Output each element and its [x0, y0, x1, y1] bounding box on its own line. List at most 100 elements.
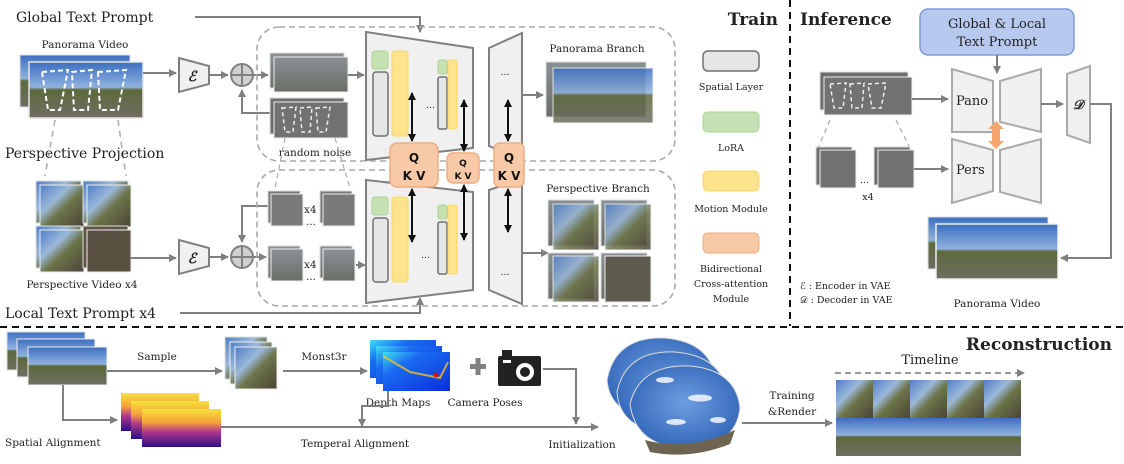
rendered-timeline-frames: [836, 380, 1021, 456]
svg-text:...: ...: [860, 175, 869, 186]
legend-label-cross-attention-2: Cross-attention: [694, 279, 768, 290]
legend-swatch-lora: [702, 111, 760, 133]
random-noise-label: random noise: [279, 147, 351, 159]
timeline-frame: [947, 418, 984, 456]
sampled-perspective-frames: [224, 336, 278, 390]
recon-input-panorama: [6, 331, 108, 386]
perspective-video-input-grid: [35, 180, 132, 273]
local-text-prompt-label: Local Text Prompt x4: [5, 306, 156, 322]
cross-attention-module-3: Q K V: [493, 142, 525, 188]
training-render-label-2: &Render: [768, 406, 817, 418]
svg-text:...: ...: [500, 267, 509, 278]
legend-label-motion-module: Motion Module: [694, 204, 768, 215]
svg-text:Q: Q: [459, 159, 467, 169]
depth-maps-label: Depth Maps: [366, 397, 431, 409]
decoder-block: 𝒟: [1066, 64, 1091, 145]
train-section-title: Train: [728, 10, 778, 30]
sample-label: Sample: [137, 351, 177, 363]
inference-prompt-box: Global & Local Text Prompt: [919, 8, 1075, 56]
perspective-branch-label: Perspective Branch: [546, 183, 650, 195]
initialization-label: Initialization: [548, 439, 616, 451]
svg-text:K V: K V: [403, 169, 426, 183]
encoder-key: ℰ : Encoder in VAE: [800, 281, 891, 292]
svg-text:ℰ: ℰ: [188, 251, 199, 267]
pano-unet-encoder: ...: [365, 30, 474, 162]
add-operator-pers: [230, 245, 254, 269]
pano-latent: [269, 52, 349, 93]
global-prompt-arrow: [195, 16, 424, 33]
timeline-frame: [947, 380, 984, 418]
timeline-frame: [836, 380, 873, 418]
legend-label-cross-attention-1: Bidirectional: [700, 264, 762, 275]
perspective-branch-output-grid: [547, 199, 652, 303]
panorama-branch-container: [256, 26, 676, 162]
pers-unet-decoder: ...: [488, 177, 523, 306]
legend-label-cross-attention-3: Module: [713, 294, 750, 305]
inference-pano-unet: Pano: [951, 67, 1042, 134]
svg-text:K V: K V: [498, 169, 521, 183]
inference-output-label: Panorama Video: [954, 298, 1041, 310]
inference-noise-pano: [819, 71, 913, 116]
encoder-pers: ℰ: [178, 238, 210, 276]
monst3r-label: Monst3r: [301, 351, 347, 363]
pers-noise-latents: [267, 190, 356, 227]
svg-text:Text Prompt: Text Prompt: [957, 35, 1038, 50]
timeline-label: Timeline: [901, 353, 959, 368]
depth-maps-image: [370, 340, 450, 391]
panorama-branch-output-image: [545, 61, 654, 124]
training-render-label-1: Training: [769, 390, 815, 402]
legend-swatch-motion-module: [702, 170, 760, 192]
inference-pers-unet: Pers: [951, 137, 1042, 205]
svg-text:...: ...: [306, 271, 316, 283]
legend-swatch-cross-attention: [702, 232, 760, 254]
panorama-video-input-label: Panorama Video: [42, 39, 129, 51]
pano-unet-decoder: ...: [488, 31, 523, 162]
perspective-branch-container: [256, 169, 676, 307]
local-prompt-arrow: [180, 297, 424, 314]
add-operator-pano: [230, 63, 254, 87]
legend-label-lora: LoRA: [718, 143, 744, 154]
inference-output-panorama: [927, 216, 1059, 280]
inference-x4-label: x4: [862, 192, 873, 203]
svg-text:...: ...: [421, 250, 430, 261]
decoder-key: 𝒟 : Decoder in VAE: [800, 295, 893, 306]
timeline-frame: [910, 418, 947, 456]
svg-text:ℰ: ℰ: [188, 69, 199, 85]
svg-text:...: ...: [500, 67, 509, 78]
pers-unet-encoder: ...: [365, 178, 474, 305]
timeline-frame: [873, 418, 910, 456]
legend: Spatial Layer LoRA Motion Module Bidirec…: [694, 50, 768, 305]
temporal-alignment-label: Temperal Alignment: [301, 438, 410, 450]
pers-video-latents: [267, 245, 356, 282]
initialized-gaussian-domes: [606, 337, 741, 455]
reconstruction-section-title: Reconstruction: [966, 335, 1112, 355]
svg-text:Q: Q: [409, 151, 419, 165]
plus-icon: [470, 358, 486, 375]
inference-noise-pers: [815, 146, 915, 189]
timeline-frame: [984, 380, 1021, 418]
svg-text:K V: K V: [454, 172, 471, 182]
pano-label: Pano: [956, 94, 988, 109]
timeline-frame: [910, 380, 947, 418]
panorama-branch-label: Panorama Branch: [549, 43, 644, 55]
latent-x4-label: x4: [304, 259, 317, 271]
noise-x4-label: x4: [304, 204, 317, 216]
timeline-frame: [836, 418, 873, 456]
inference-cross-attention-arrow: [988, 121, 1004, 149]
panorama-video-input-image: [19, 54, 144, 119]
camera-poses-label: Camera Poses: [447, 397, 522, 409]
perspective-projection-label: Perspective Projection: [5, 146, 164, 162]
timeline-frame: [984, 418, 1021, 456]
pers-label: Pers: [956, 163, 985, 178]
legend-label-spatial-layer: Spatial Layer: [699, 82, 764, 93]
timeline-frame: [873, 380, 910, 418]
camera-icon: [498, 350, 541, 386]
cross-attention-module-1: Q K V: [389, 142, 439, 188]
cross-attention-module-2: Q K V: [446, 152, 480, 184]
spatial-alignment-depth-image: [121, 393, 221, 447]
svg-text:...: ...: [306, 216, 316, 228]
svg-text:𝒟: 𝒟: [1073, 98, 1086, 113]
legend-swatch-spatial-layer: [702, 50, 760, 72]
svg-text:Q: Q: [504, 151, 514, 165]
